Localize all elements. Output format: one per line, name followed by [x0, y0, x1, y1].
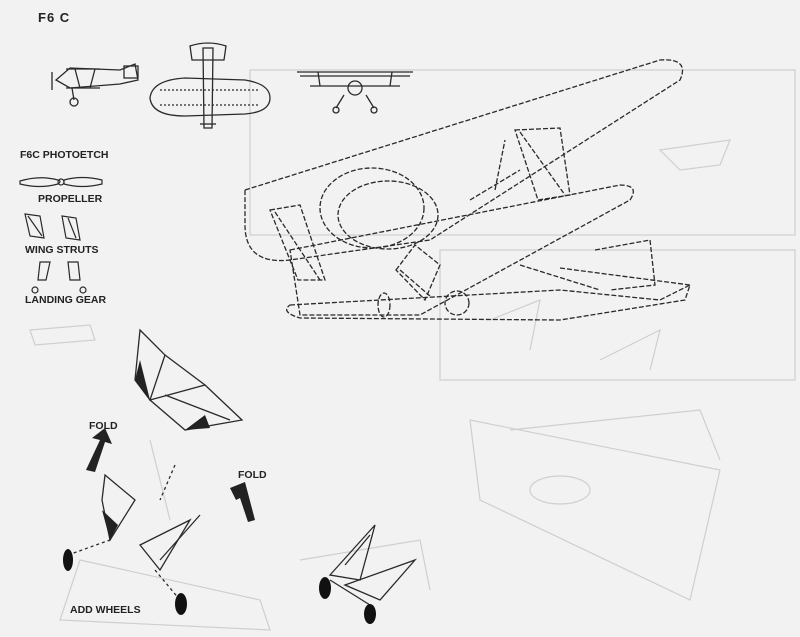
fold-label-left: FOLD: [89, 420, 118, 432]
landing-gear-assembly-finished: [328, 524, 418, 606]
wheel-icon: [63, 549, 73, 571]
main-airplane-diagram: [244, 59, 692, 321]
add-wheels-label: ADD WHEELS: [70, 604, 141, 616]
wheel-icon: [364, 604, 376, 624]
wheel-icon: [175, 593, 187, 615]
landing-gear-part: [31, 261, 87, 294]
landing-gear-assembly-left: [67, 464, 201, 601]
photoetch-label: F6C PHOTOETCH: [20, 149, 109, 161]
propeller-label: PROPELLER: [38, 193, 103, 205]
front-view-icon: [297, 71, 413, 114]
page-title: F6 C: [38, 10, 71, 25]
ghost-bleedthrough: [29, 69, 796, 631]
wheel-icon: [319, 577, 331, 599]
top-view-icon: [149, 42, 271, 129]
upper-wing: [244, 59, 684, 262]
strut-folding-diagram: [134, 328, 244, 431]
fold-label-right: FOLD: [238, 469, 267, 481]
fold-arrow-icon-left: [86, 428, 112, 472]
fold-arrow-icon-right: [230, 482, 255, 522]
wing-struts-label: WING STRUTS: [25, 244, 99, 256]
wing-struts-part: [24, 213, 81, 241]
lower-wing: [289, 184, 634, 316]
propeller-part: [19, 176, 103, 188]
side-view-icon: [51, 63, 139, 107]
fuselage: [286, 283, 692, 321]
landing-gear-label: LANDING GEAR: [25, 294, 107, 306]
